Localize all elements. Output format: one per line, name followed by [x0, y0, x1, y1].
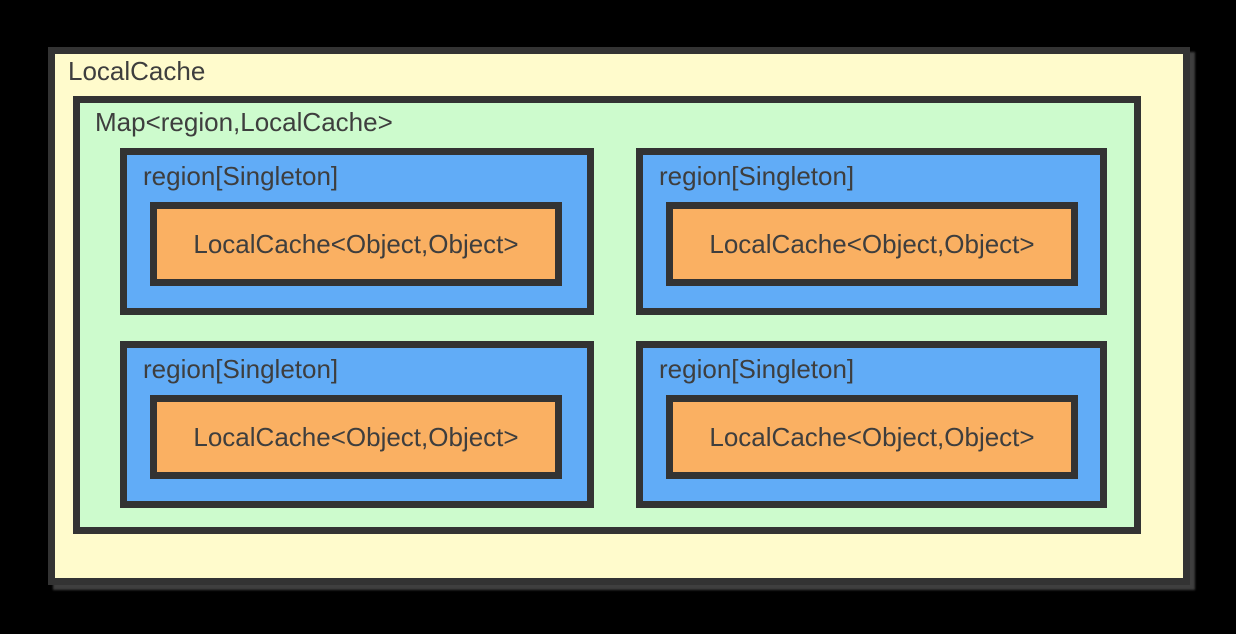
map-container-label: Map<region,LocalCache> [95, 107, 393, 137]
region-label: region[Singleton] [143, 354, 339, 384]
cache-label: LocalCache<Object,Object> [193, 422, 519, 452]
cache-box: LocalCache<Object,Object> [150, 395, 562, 479]
localcache-container-label: LocalCache [68, 56, 206, 86]
cache-label: LocalCache<Object,Object> [193, 229, 519, 259]
region-box-bottom-left: region[Singleton] LocalCache<Object,Obje… [120, 341, 594, 508]
region-label: region[Singleton] [659, 161, 855, 191]
region-box-top-left: region[Singleton] LocalCache<Object,Obje… [120, 148, 594, 315]
region-label: region[Singleton] [659, 354, 855, 384]
cache-box: LocalCache<Object,Object> [150, 202, 562, 286]
region-label: region[Singleton] [143, 161, 339, 191]
cache-box: LocalCache<Object,Object> [666, 395, 1078, 479]
localcache-container-box: LocalCache Map<region,LocalCache> region… [48, 47, 1190, 585]
region-box-top-right: region[Singleton] LocalCache<Object,Obje… [636, 148, 1107, 315]
region-box-bottom-right: region[Singleton] LocalCache<Object,Obje… [636, 341, 1107, 508]
map-container-box: Map<region,LocalCache> region[Singleton]… [73, 96, 1141, 534]
cache-label: LocalCache<Object,Object> [709, 422, 1035, 452]
cache-box: LocalCache<Object,Object> [666, 202, 1078, 286]
cache-label: LocalCache<Object,Object> [709, 229, 1035, 259]
